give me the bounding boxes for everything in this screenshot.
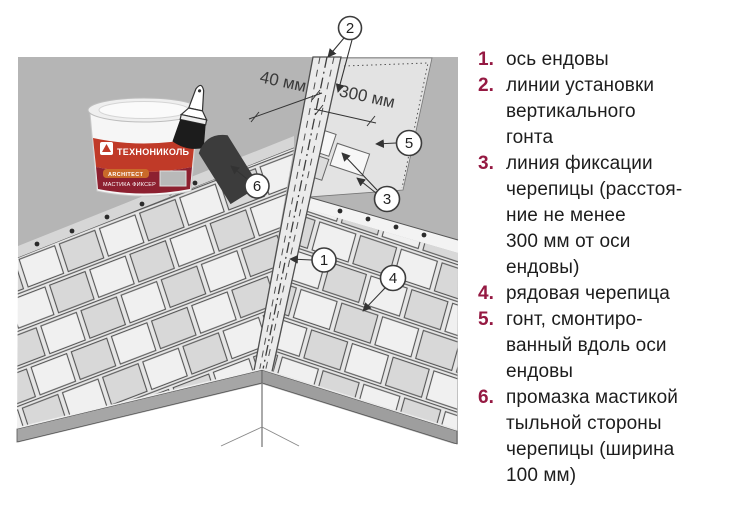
legend-item-text: ось ендовы <box>506 49 609 70</box>
callout-circles: 2 5 3 1 4 6 <box>244 15 423 292</box>
right-slope-shingles <box>263 209 458 432</box>
legend-item-2: 2. линии установки вертикального гонта <box>470 73 734 151</box>
legend-item-text: линия фиксации черепицы (расстоя- ние не… <box>506 153 683 278</box>
legend-item-text: промазка мастикой тыльной стороны черепи… <box>506 387 678 486</box>
bucket-label-photo <box>159 170 187 187</box>
legend-item-number: 3. <box>478 153 494 174</box>
dimension-40mm <box>248 89 323 123</box>
bucket-line-pill <box>103 169 149 178</box>
gont-setup-line-right <box>264 56 335 374</box>
wall-area <box>16 384 458 450</box>
left-eave-lip <box>16 368 263 429</box>
right-eave-lip <box>261 368 458 431</box>
callout-1: 1 <box>311 247 337 273</box>
svg-text:5: 5 <box>405 135 413 152</box>
mastic-coated-shingle <box>198 134 260 205</box>
bucket-brand-text: ТЕХНОНИКОЛЬ <box>117 147 190 157</box>
svg-text:3: 3 <box>383 191 391 208</box>
legend-item-4: 4. рядовая черепица <box>470 281 734 307</box>
svg-text:1: 1 <box>320 252 328 269</box>
dimension-300mm <box>313 104 377 127</box>
callout-2: 2 <box>337 15 363 41</box>
legend-item-6: 6. промазка мастикой тыльной стороны чер… <box>470 385 734 489</box>
bucket-line-text: ARCHITECT <box>108 172 144 178</box>
legend-item-number: 4. <box>478 283 494 304</box>
svg-text:2: 2 <box>346 20 354 37</box>
right-course-edge-line <box>304 195 459 241</box>
callout-4: 4 <box>379 264 407 292</box>
bucket-red-band <box>93 138 195 172</box>
svg-text:4: 4 <box>389 270 397 287</box>
legend-item-text: рядовая черепица <box>506 283 670 304</box>
legend-list: 1. ось ендовы 2. линии установки вертика… <box>470 47 734 489</box>
roof-valley-diagram: ТЕХНОНИКОЛЬ ARCHITECT МАСТИКА ФИКСЕР 40 … <box>16 15 459 450</box>
legend-item-5: 5. гонт, смонтиро- ванный вдоль оси ендо… <box>470 307 734 385</box>
gont-dotted-edge <box>343 62 429 189</box>
callout-5: 5 <box>395 129 423 157</box>
brush-hole <box>197 89 202 93</box>
right-fixation-nail-dots <box>337 208 427 238</box>
legend-item-1: 1. ось ендовы <box>470 47 734 73</box>
legend-item-number: 5. <box>478 309 494 330</box>
legend-item-text: гонт, смонтиро- ванный вдоль оси ендовы <box>506 309 667 382</box>
wall-edge-right <box>261 426 300 447</box>
svg-text:6: 6 <box>253 178 261 195</box>
legend-item-number: 2. <box>478 75 494 96</box>
left-slope-shingles <box>17 148 294 431</box>
gont-setup-line-left <box>258 56 321 374</box>
legend-item-number: 6. <box>478 387 494 408</box>
callout-3: 3 <box>373 185 401 213</box>
legend-item-3: 3. линия фиксации черепицы (расстоя- ние… <box>470 151 734 281</box>
right-underlayment-band <box>305 196 458 253</box>
wall-edge-left <box>220 426 263 447</box>
right-eave-fascia <box>261 369 458 445</box>
callout-6: 6 <box>244 173 270 199</box>
legend-item-number: 1. <box>478 49 494 70</box>
bucket-product-text: МАСТИКА ФИКСЕР <box>103 182 156 188</box>
brush-bristles <box>172 119 206 149</box>
legend-item-text: линии установки вертикального гонта <box>506 75 655 148</box>
legend: 1. ось ендовы 2. линии установки вертика… <box>470 47 734 489</box>
mastic-brush <box>172 84 208 149</box>
callout-leaders <box>230 37 397 312</box>
